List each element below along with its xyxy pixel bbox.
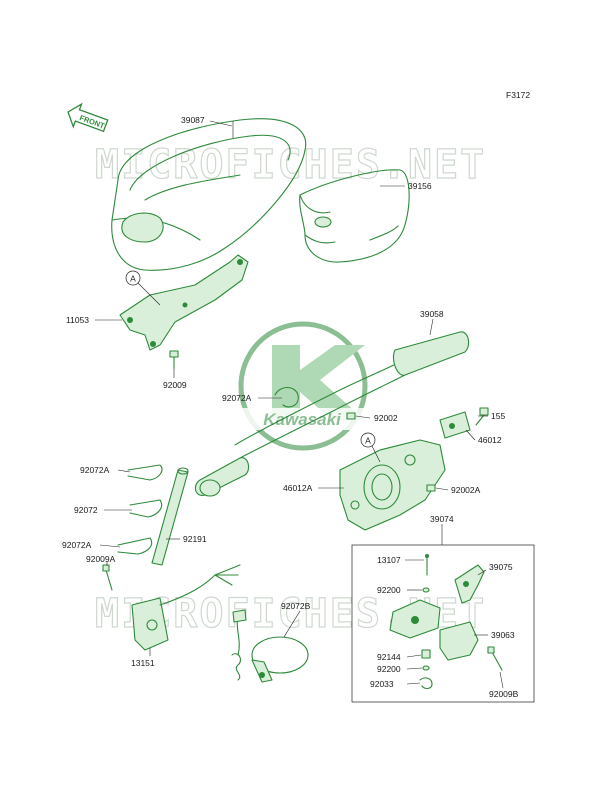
- label-92072a-upper: 92072A: [222, 393, 252, 403]
- label-13151: 13151: [131, 658, 155, 668]
- label-13107: 13107: [377, 555, 401, 565]
- group-box-39074: [351, 544, 535, 703]
- part-46012a-housing: [339, 439, 446, 531]
- part-39063-cover: [439, 621, 479, 661]
- part-throttle-body: [389, 599, 441, 639]
- label-92200-lower: 92200: [377, 664, 401, 674]
- part-92033-ring: [419, 677, 433, 689]
- part-92072-clamp-left: [129, 499, 163, 518]
- part-92009b-bolt: [487, 646, 503, 671]
- callout-a-upper-letter: A: [130, 274, 136, 284]
- part-92072a-clamp-left-2: [117, 537, 153, 555]
- part-92191-tube: [151, 467, 189, 566]
- part-92200-washer-lower: [422, 665, 430, 671]
- front-arrow-icon: FRONT: [67, 102, 109, 133]
- callout-a-lower-letter: A: [365, 436, 371, 446]
- part-13107-pin: [425, 554, 429, 576]
- label-92002a: 92002A: [451, 485, 481, 495]
- part-92072b-clamp: [251, 636, 309, 683]
- part-92009a-bolt: [102, 564, 113, 591]
- label-11053: 11053: [66, 315, 89, 325]
- label-92072: 92072: [74, 505, 98, 515]
- part-13151-switch: [131, 564, 241, 651]
- callout-a-upper: A: [125, 270, 161, 306]
- label-39063: 39063: [491, 630, 515, 640]
- label-92072a-left-2: 92072A: [62, 540, 92, 550]
- label-39156: 39156: [408, 181, 432, 191]
- label-92144: 92144: [377, 652, 401, 662]
- label-group-39074: 39074: [430, 514, 454, 524]
- part-92072a-clamp-upper: [274, 386, 299, 408]
- label-39058: 39058: [420, 309, 444, 319]
- label-92072b: 92072B: [281, 601, 311, 611]
- label-92002: 92002: [374, 413, 398, 423]
- kawasaki-logo-text: Kawasaki: [263, 410, 342, 429]
- part-92200-washer-upper: [422, 587, 430, 593]
- part-92002a-screw: [426, 484, 436, 492]
- part-92072a-clamp-left-1: [127, 464, 163, 481]
- part-92002-screw: [346, 412, 356, 420]
- label-39075: 39075: [489, 562, 513, 572]
- part-39058-handlebar: [194, 331, 470, 497]
- label-92072a-left-1: 92072A: [80, 465, 110, 475]
- part-labels: 39087 39156 11053 92009 39058 92072A 920…: [62, 115, 519, 699]
- label-92009b: 92009B: [489, 689, 519, 699]
- label-46012: 46012: [478, 435, 502, 445]
- label-92200-upper: 92200: [377, 585, 401, 595]
- leader-lines: [95, 120, 504, 689]
- part-39087-cover: [111, 118, 307, 271]
- part-11053-bracket: [119, 254, 249, 351]
- part-39075-lever: [454, 564, 485, 604]
- part-92144-spring: [421, 649, 431, 659]
- label-155: 155: [491, 411, 505, 421]
- part-155-bolt: [475, 407, 489, 426]
- figure-code: F3172: [506, 90, 530, 100]
- callout-a-lower: A: [360, 432, 381, 463]
- label-92033: 92033: [370, 679, 394, 689]
- label-46012a: 46012A: [283, 483, 313, 493]
- part-39156-cover: [299, 169, 410, 263]
- part-46012-clamp: [439, 411, 471, 439]
- label-39087: 39087: [181, 115, 205, 125]
- label-92009a: 92009A: [86, 554, 116, 564]
- label-92191: 92191: [183, 534, 207, 544]
- part-lanyard-coil: [231, 609, 247, 681]
- label-92009: 92009: [163, 380, 187, 390]
- part-92009-bolt: [169, 350, 179, 369]
- kawasaki-logo: Kawasaki: [236, 321, 368, 451]
